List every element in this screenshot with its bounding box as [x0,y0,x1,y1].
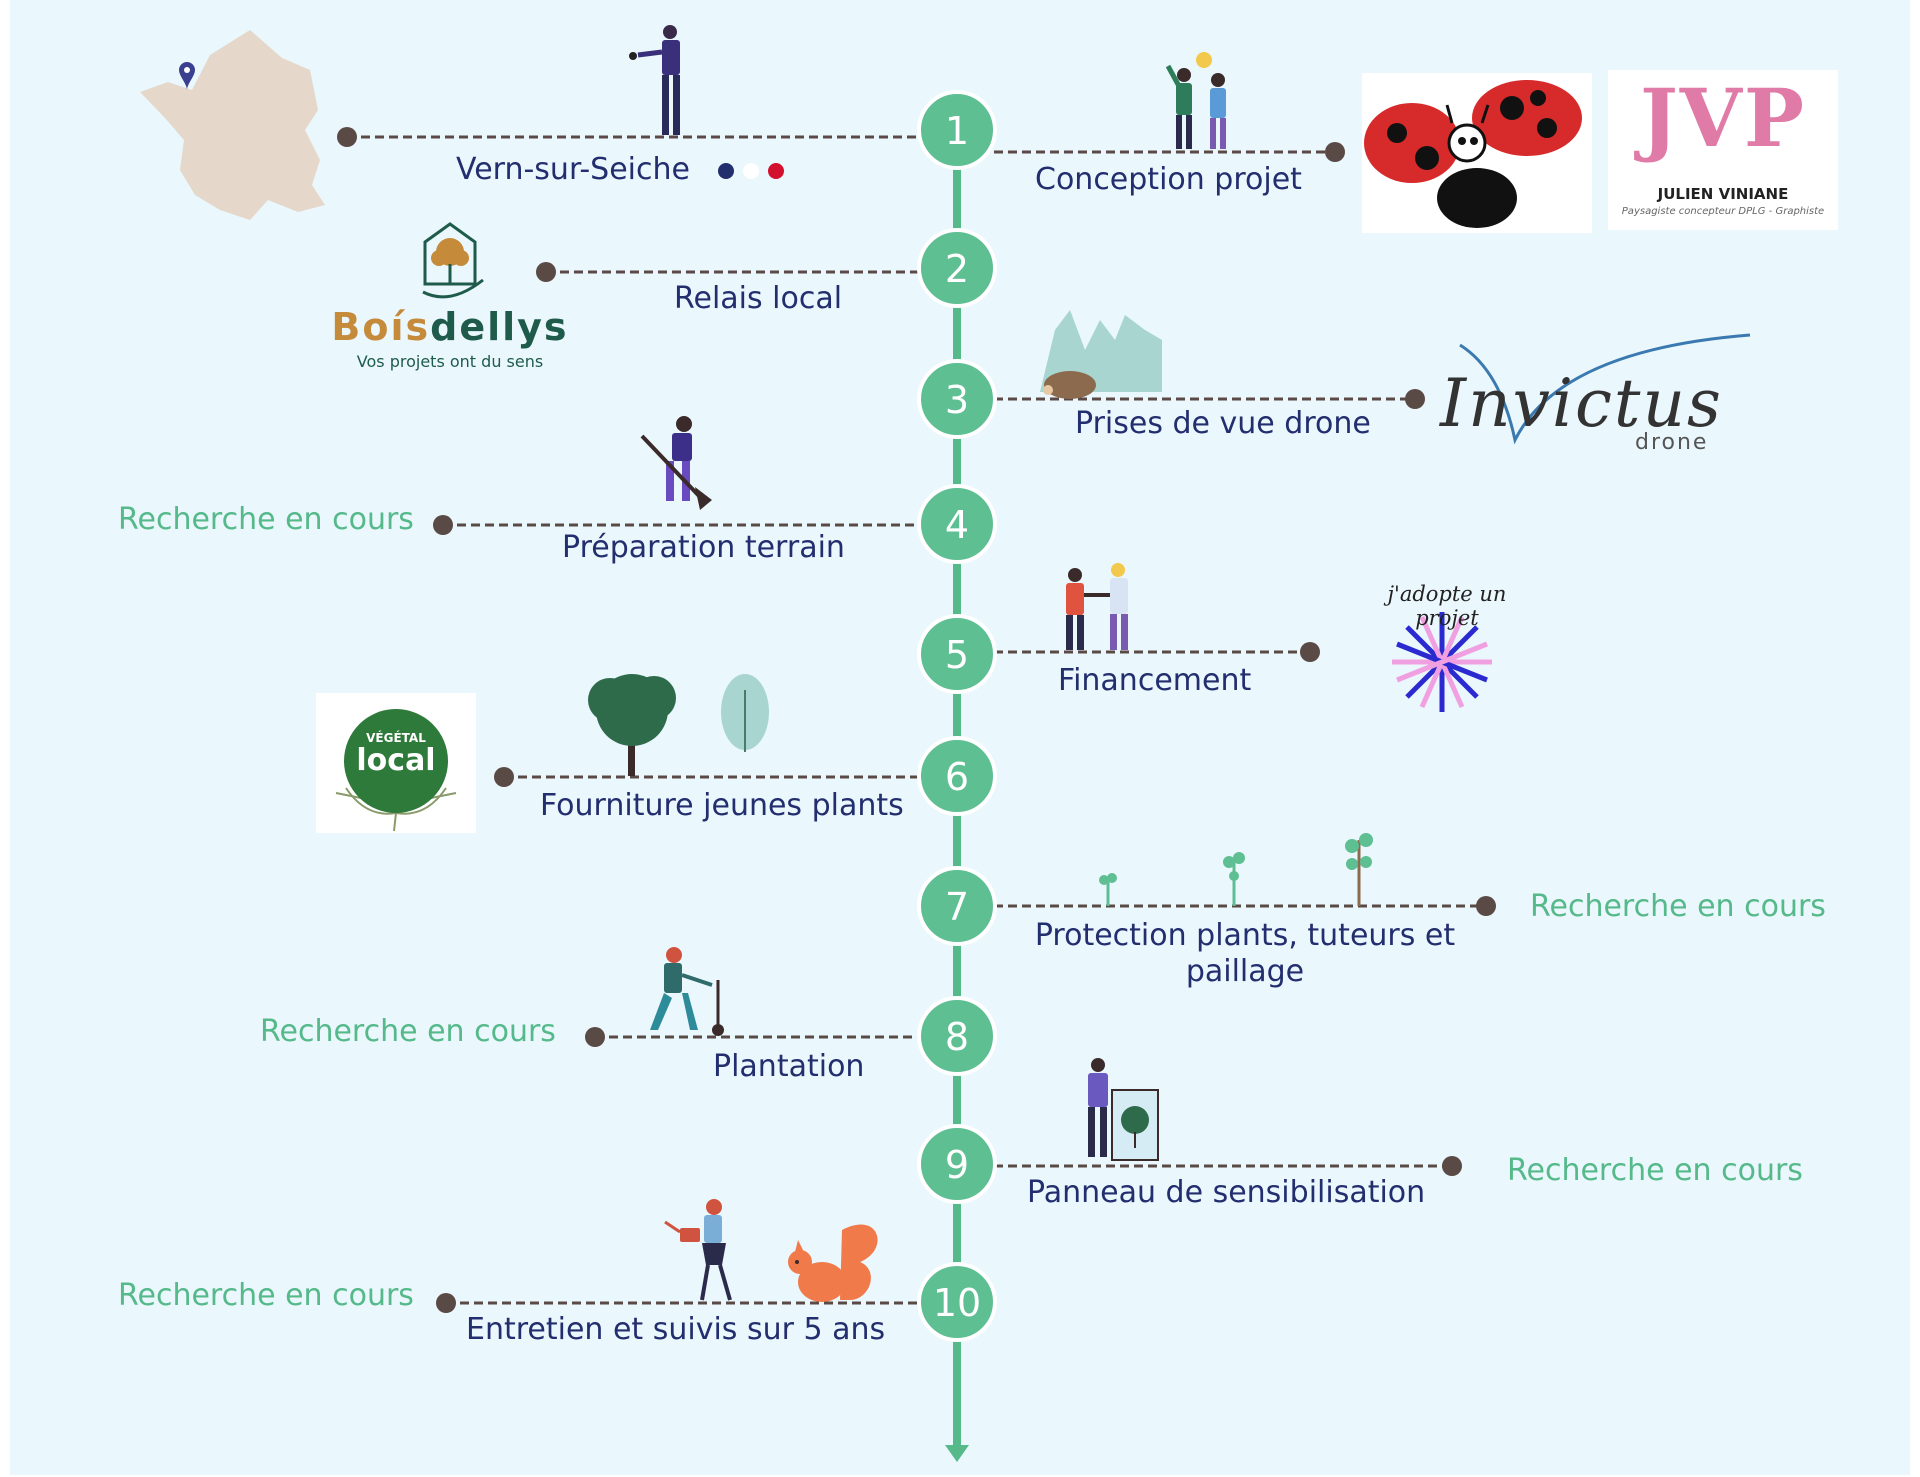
man-with-sign-icon [1088,1058,1159,1161]
ladybug-logo [1362,73,1592,233]
step-number: 2 [945,247,969,291]
ladybug-logo-icon [1364,80,1582,228]
timeline-arrow-icon [945,1445,969,1462]
step-1-label: Vern-sur-Seiche [456,152,690,187]
jvp-name: JULIEN VINIANE [1657,185,1789,203]
step-node-9: 9 [917,1124,997,1204]
vegetal-local-logo: VÉGÉTAL local [316,693,476,833]
step-number: 8 [945,1015,969,1059]
vegetal-line2: local [356,743,436,778]
jvp-logo: JVP JULIEN VINIANE Paysagiste concepteur… [1608,70,1838,230]
step-number: 10 [933,1281,981,1325]
invictus-swoosh-icon [1459,333,1751,445]
step-9-label: Panneau de sensibilisation [1027,1175,1426,1210]
vegetal-line1: VÉGÉTAL [366,731,426,745]
connector-dot [337,127,357,147]
france-map-icon [140,30,325,220]
gardener-digging-icon [640,416,712,510]
boisdellys-brand-part2: dellys [430,305,569,349]
step-node-2: 2 [917,228,997,308]
step-7-label: Protection plants, tuteurs et paillage [1020,918,1470,990]
step-number: 1 [945,109,969,153]
connector-dot [1405,389,1425,409]
step-node-10: 10 [917,1262,997,1342]
step-9-partner-label: Recherche en cours [1507,1153,1803,1188]
connector-dot [585,1027,605,1047]
step-node-6: 6 [917,736,997,816]
businessman-icon [629,25,680,135]
connector-dot [494,767,514,787]
jvp-letters: JVP [1639,71,1807,165]
woman-planting-icon [650,947,724,1036]
hedgehog-icon [1040,310,1162,399]
step-10-partner-label: Recherche en cours [118,1278,414,1313]
step-6-label: Fourniture jeunes plants [540,788,904,823]
step-node-1: 1 [917,90,997,170]
step-node-3: 3 [917,359,997,439]
connector-dot [436,1293,456,1313]
step-4-partner-label: Recherche en cours [118,502,414,537]
adopte-star-icon [1392,612,1492,712]
step-node-5: 5 [917,614,997,694]
jvp-subtitle: Paysagiste concepteur DPLG - Graphiste [1621,206,1825,217]
step-number: 4 [945,503,969,547]
french-flag-dots-icon [718,163,784,179]
boisdellys-tree-icon [422,222,484,299]
step-number: 5 [945,633,969,677]
vegetal-local-badge-icon [335,709,457,832]
squirrel-icon [788,1224,878,1302]
boisdellys-brand-part1: Boís [331,305,431,349]
step-number: 3 [945,378,969,422]
step-7-partner-label: Recherche en cours [1530,889,1826,924]
step-8-label: Plantation [713,1049,865,1084]
step-number: 9 [945,1143,969,1187]
step-7-label-line2: paillage [1185,954,1305,989]
invictus-sub: drone [1635,430,1709,455]
step-10-label: Entretien et suivis sur 5 ans [466,1312,886,1347]
step-4-label: Préparation terrain [562,530,845,565]
step-number: 7 [945,885,969,929]
woman-watering-icon [664,1199,732,1301]
step-7-label-line1: Protection plants, tuteurs et [1034,918,1456,953]
trees-icon [588,674,769,776]
boisdellys-logo: Boísdellys Vos projets ont du sens [315,222,585,372]
invictus-brand: Invictus [1440,365,1723,442]
step-node-7: 7 [917,866,997,946]
seedlings-icon [1099,833,1373,906]
step-node-4: 4 [917,484,997,564]
connector-dot [1300,642,1320,662]
step-8-partner-label: Recherche en cours [260,1014,556,1049]
adopte-logo: j'adopte un projet [1352,582,1532,732]
step-5-label: Financement [1058,663,1252,698]
adopte-text: j'adopte un projet [1387,582,1507,630]
connector-dot [433,515,453,535]
handshake-icon [1066,563,1128,650]
team-idea-icon [1165,52,1226,149]
step-1-partner-label: Conception projet [1035,162,1302,197]
step-3-label: Prises de vue drone [1075,406,1371,441]
step-2-label: Relais local [674,281,843,316]
step-number: 6 [945,755,969,799]
boisdellys-tagline: Vos projets ont du sens [356,352,544,371]
step-node-8: 8 [917,996,997,1076]
invictus-logo: Invictus drone [1440,330,1760,465]
location-pin-icon [179,62,195,90]
connector-dot [1476,896,1496,916]
connector-dot [1442,1156,1462,1176]
connector-dot [1325,142,1345,162]
connector-dot [536,262,556,282]
